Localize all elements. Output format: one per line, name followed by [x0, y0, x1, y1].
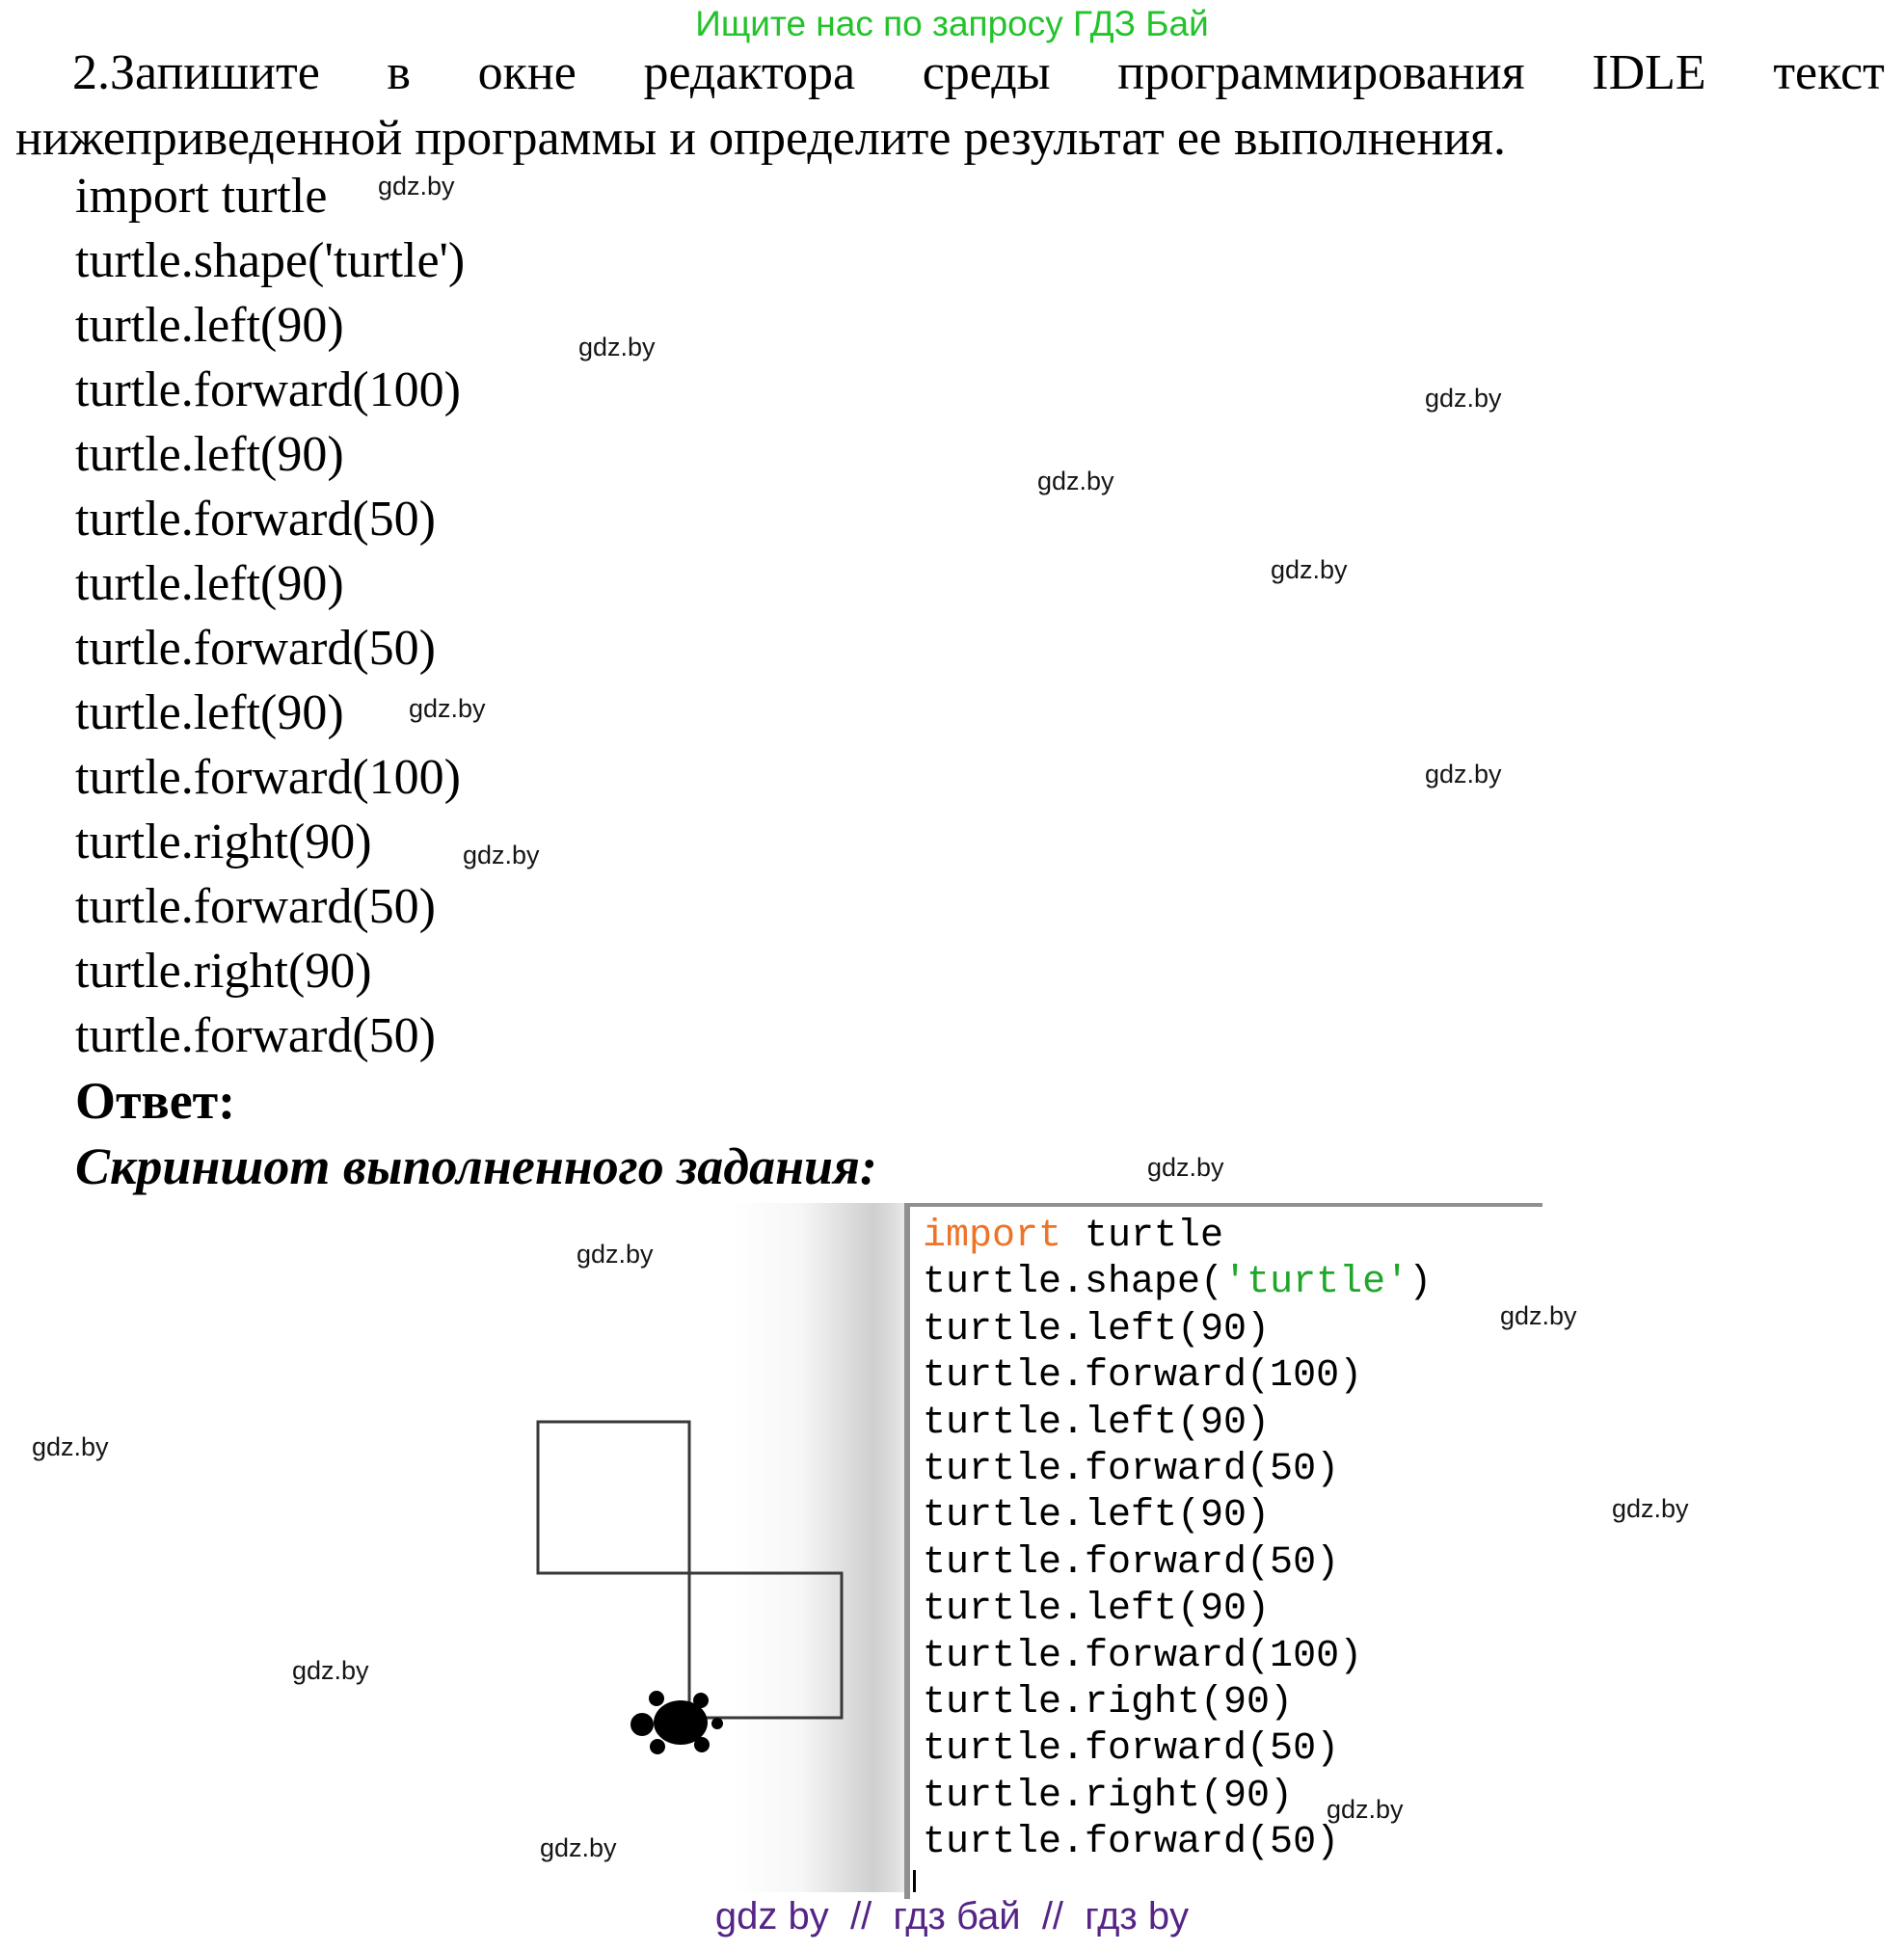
gdz-watermark: gdz.by: [578, 333, 656, 361]
ide-code-line: turtle.left(90): [923, 1494, 1271, 1538]
printed-code-line: turtle.forward(50): [75, 492, 436, 547]
task-word: в: [387, 45, 411, 100]
task-paragraph-line-2: нижеприведенной программы и определите р…: [15, 111, 1507, 166]
turtle-path-line: [536, 1420, 844, 1720]
ide-code-line: turtle.left(90): [923, 1307, 1271, 1351]
ide-code-line: turtle.forward(50): [923, 1821, 1340, 1865]
text-cursor: [913, 1870, 916, 1892]
ide-code-line: turtle.shape('turtle'): [923, 1261, 1433, 1305]
turtle-icon: [630, 1691, 723, 1754]
printed-code-line: turtle.forward(50): [75, 621, 436, 676]
ide-code-line: turtle.forward(100): [923, 1354, 1363, 1399]
gdz-watermark: gdz.by: [32, 1432, 109, 1461]
ide-code-line: turtle.right(90): [923, 1680, 1294, 1724]
printed-code-line: turtle.forward(100): [75, 750, 461, 805]
printed-code-line: turtle.shape('turtle'): [75, 233, 466, 288]
ide-code-line: turtle.forward(50): [923, 1447, 1340, 1491]
turtle-canvas-drawing: [536, 1420, 844, 1754]
ide-code-line: import turtle: [923, 1215, 1224, 1258]
task-paragraph-line-1: 2.Запишите в окне редактора среды программиро…: [72, 42, 1885, 104]
printed-code-line: turtle.forward(50): [75, 1008, 436, 1063]
gdz-watermark: gdz.by: [1425, 384, 1502, 413]
gdz-watermark: gdz.by: [292, 1656, 369, 1685]
gdz-watermark: gdz.by: [409, 694, 486, 723]
gdz-watermark: gdz.by: [1425, 760, 1502, 788]
gdz-watermark: gdz.by: [463, 841, 540, 869]
ide-code-line: turtle.forward(100): [923, 1634, 1363, 1678]
gdz-watermark: gdz.by: [378, 172, 455, 200]
printed-code-line: turtle.right(90): [75, 815, 372, 869]
ide-code-line: turtle.right(90): [923, 1774, 1294, 1818]
printed-code-line: turtle.right(90): [75, 944, 372, 999]
printed-code-line: turtle.left(90): [75, 556, 344, 611]
promo-banner: Ищите нас по запросу ГДЗ Бай: [695, 4, 1209, 43]
ide-code-line: turtle.forward(50): [923, 1540, 1340, 1585]
gdz-watermark: gdz.by: [1327, 1795, 1404, 1824]
gdz-watermark: gdz.by: [1147, 1153, 1224, 1182]
answer-label: Ответ:: [75, 1072, 236, 1130]
printed-code-line: turtle.left(90): [75, 685, 344, 740]
task-word: 2.Запишите: [72, 45, 320, 100]
printed-code-listing: import turtle turtle.shape('turtle') turtl…: [75, 164, 465, 1068]
ide-code-line: turtle.forward(50): [923, 1727, 1340, 1772]
task-word: IDLE: [1592, 45, 1706, 100]
gdz-watermark: gdz.by: [1037, 467, 1114, 495]
gdz-watermark: gdz.by: [1271, 555, 1348, 584]
printed-code-line: turtle.left(90): [75, 298, 344, 353]
gdz-watermark: gdz.by: [540, 1833, 617, 1862]
printed-code-line: turtle.left(90): [75, 427, 344, 482]
gdz-watermark: gdz.by: [1500, 1301, 1577, 1330]
printed-code-line: turtle.forward(100): [75, 362, 461, 417]
task-word: программирования: [1117, 45, 1525, 100]
screenshot-shadow-gradient: [733, 1203, 904, 1892]
task-word: редактора: [643, 45, 856, 100]
task-word: среды: [922, 45, 1051, 100]
task-word: текст: [1773, 45, 1885, 100]
footer-text: gdz by // гдз бай // гдз by: [714, 1895, 1190, 1938]
ide-code-line: turtle.left(90): [923, 1588, 1271, 1632]
gdz-watermark: gdz.by: [1612, 1494, 1689, 1523]
task-word: окне: [477, 45, 577, 100]
printed-code-line: turtle.forward(50): [75, 879, 436, 934]
printed-code-line: import turtle: [75, 169, 328, 224]
gdz-watermark: gdz.by: [577, 1240, 654, 1269]
screenshot-caption: Скриншот выполненного задания:: [75, 1137, 877, 1195]
ide-code-line: turtle.left(90): [923, 1401, 1271, 1445]
